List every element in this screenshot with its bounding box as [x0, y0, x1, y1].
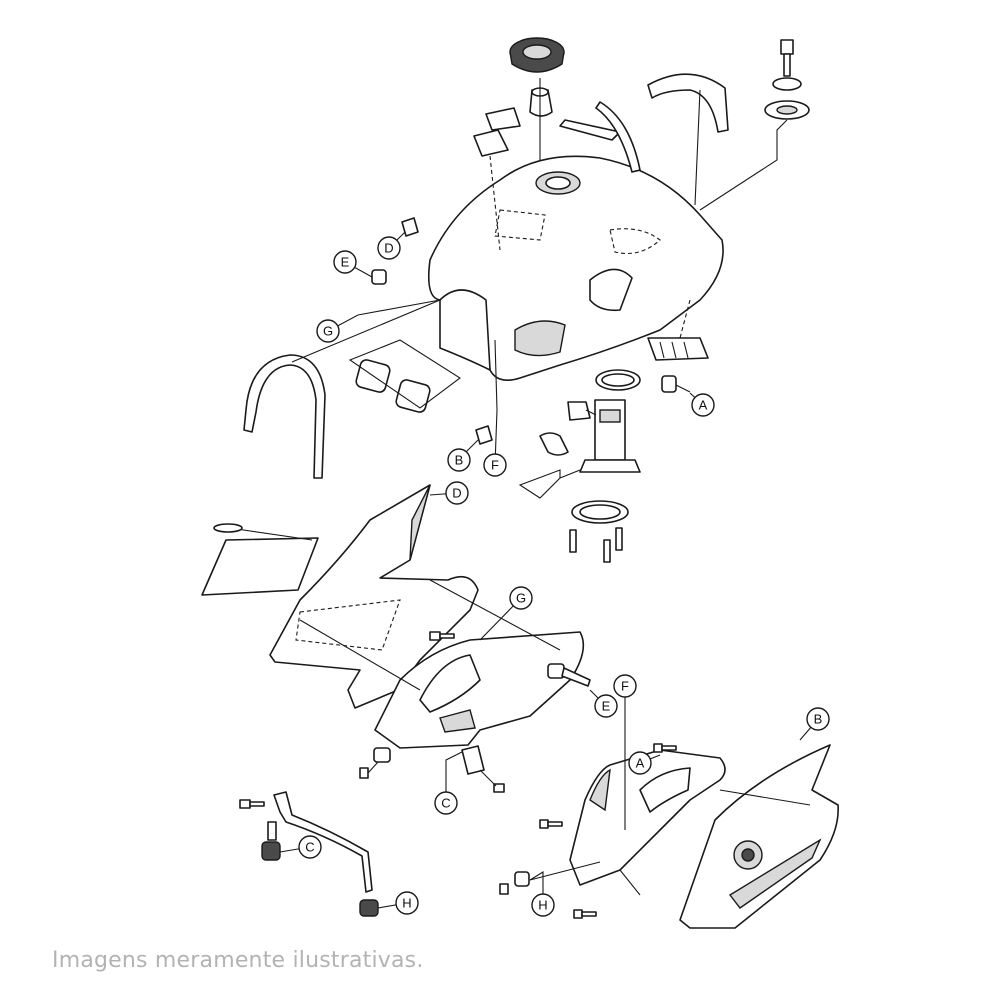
pump-retainer-ring	[571, 500, 629, 524]
svg-text:D: D	[452, 486, 461, 501]
disclaimer-caption: Imagens meramente ilustrativas.	[52, 948, 424, 973]
clip-B	[475, 425, 493, 445]
tank-label	[473, 107, 521, 251]
side-damper-H	[499, 871, 530, 895]
bracket-damper-H	[359, 899, 379, 917]
callout-F-side: F	[613, 674, 637, 698]
bracket-bolt	[239, 799, 265, 809]
side-cover-rear	[679, 744, 839, 929]
callout-E-tank: E	[333, 250, 357, 274]
callout-C-bracket: C	[298, 835, 322, 859]
svg-text:G: G	[323, 324, 333, 339]
pump-screws	[569, 527, 623, 563]
cover-clip-C	[461, 745, 505, 793]
callout-E-cover: E	[594, 694, 618, 718]
callout-B-tank: B	[447, 448, 471, 472]
svg-text:E: E	[341, 255, 350, 270]
callout-A-side: A	[628, 751, 652, 775]
svg-text:H: H	[538, 898, 547, 913]
rear-bracket	[647, 73, 729, 206]
tank-cover-panel	[269, 484, 479, 709]
svg-text:B: B	[814, 712, 823, 727]
filler-neck	[529, 87, 553, 117]
fuel-pump-gasket	[595, 369, 641, 391]
svg-text:A: A	[699, 398, 708, 413]
fuel-cap	[509, 37, 565, 73]
inner-cover-panel	[374, 631, 585, 749]
callout-A-tank: A	[691, 393, 715, 417]
callout-F-tank: F	[483, 453, 507, 477]
callout-G-cover: G	[509, 586, 533, 610]
callout-H-side: H	[531, 893, 555, 917]
filter-cylinders	[355, 359, 431, 413]
side-screw-A	[653, 743, 677, 753]
fuel-pump	[567, 399, 641, 473]
callout-C-cover: C	[434, 791, 458, 815]
cover-screw	[429, 631, 455, 641]
svg-text:C: C	[305, 840, 314, 855]
svg-text:G: G	[516, 591, 526, 606]
rear-bolt	[780, 39, 794, 77]
bracket-damper-C	[261, 821, 281, 861]
hose-fitting	[539, 432, 569, 456]
cover-bolt-E	[547, 663, 591, 687]
tank-clip-D	[401, 217, 419, 237]
side-screw-lower	[539, 819, 597, 919]
callout-B-side: B	[806, 707, 830, 731]
side-cover-front	[569, 749, 726, 886]
callout-G-tank: G	[316, 319, 340, 343]
callout-leaders	[279, 231, 819, 909]
svg-text:D: D	[384, 241, 393, 256]
callout-H-bracket: H	[395, 891, 419, 915]
fuel-tank	[427, 101, 724, 381]
cover-damper	[359, 747, 391, 779]
svg-text:C: C	[441, 796, 450, 811]
svg-text:F: F	[491, 458, 499, 473]
tank-bracket-rod	[273, 791, 373, 893]
rubber-pad	[647, 337, 709, 361]
tank-damper-E	[371, 269, 387, 285]
frame-seal	[243, 354, 326, 479]
cover-decal	[201, 523, 319, 596]
callout-D-tank: D	[377, 236, 401, 260]
grommet-A	[661, 375, 677, 393]
svg-text:F: F	[621, 679, 629, 694]
callout-D-cover: D	[445, 481, 469, 505]
svg-text:B: B	[455, 453, 464, 468]
svg-text:E: E	[602, 699, 611, 714]
svg-text:A: A	[636, 756, 645, 771]
rear-damper	[764, 77, 810, 120]
svg-text:H: H	[402, 896, 411, 911]
